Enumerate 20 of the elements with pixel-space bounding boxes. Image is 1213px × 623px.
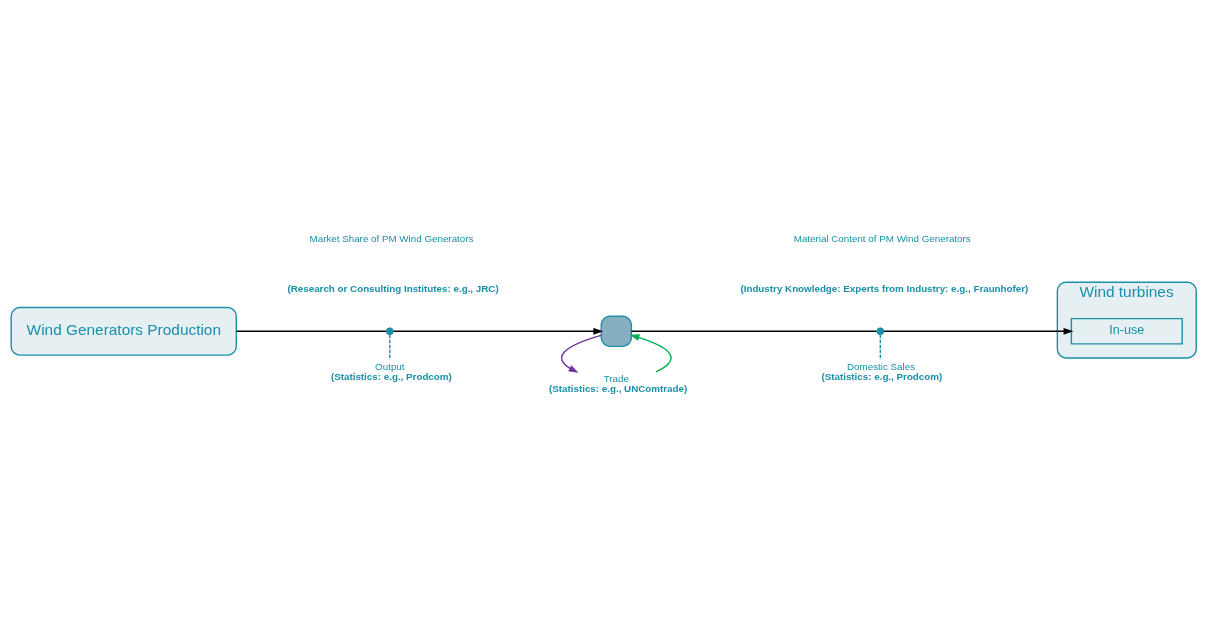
label: (Industry Knowledge: Experts from Industry: e.g., Fraunhofer) [740,282,1029,294]
node-box [600,315,633,347]
node-text: Output (Statistics: e.g., Prodcom) [330,360,452,382]
connector [879,333,882,360]
node-text: Trade (Statistics: e.g., UNComtrade) [549,372,688,394]
connector [235,330,387,332]
node-circle [385,326,394,335]
label: Market Share of PM Wind Generators [309,232,474,244]
arrow [629,333,672,373]
node-text: Domestic Sales (Statistics: e.g., Prodcom) [821,360,943,382]
arrow [392,327,604,335]
arrow [560,334,602,373]
arrow [883,327,1074,335]
connector [630,330,878,332]
label: Material Content of PM Wind Generators [793,232,971,244]
connector [389,333,391,360]
node-box: Wind Generators Production [10,306,237,356]
node-box: In-use [1070,317,1183,345]
label: (Research or Consulting Institutes: e.g., JRC) [287,282,499,294]
node-circle [876,326,885,335]
